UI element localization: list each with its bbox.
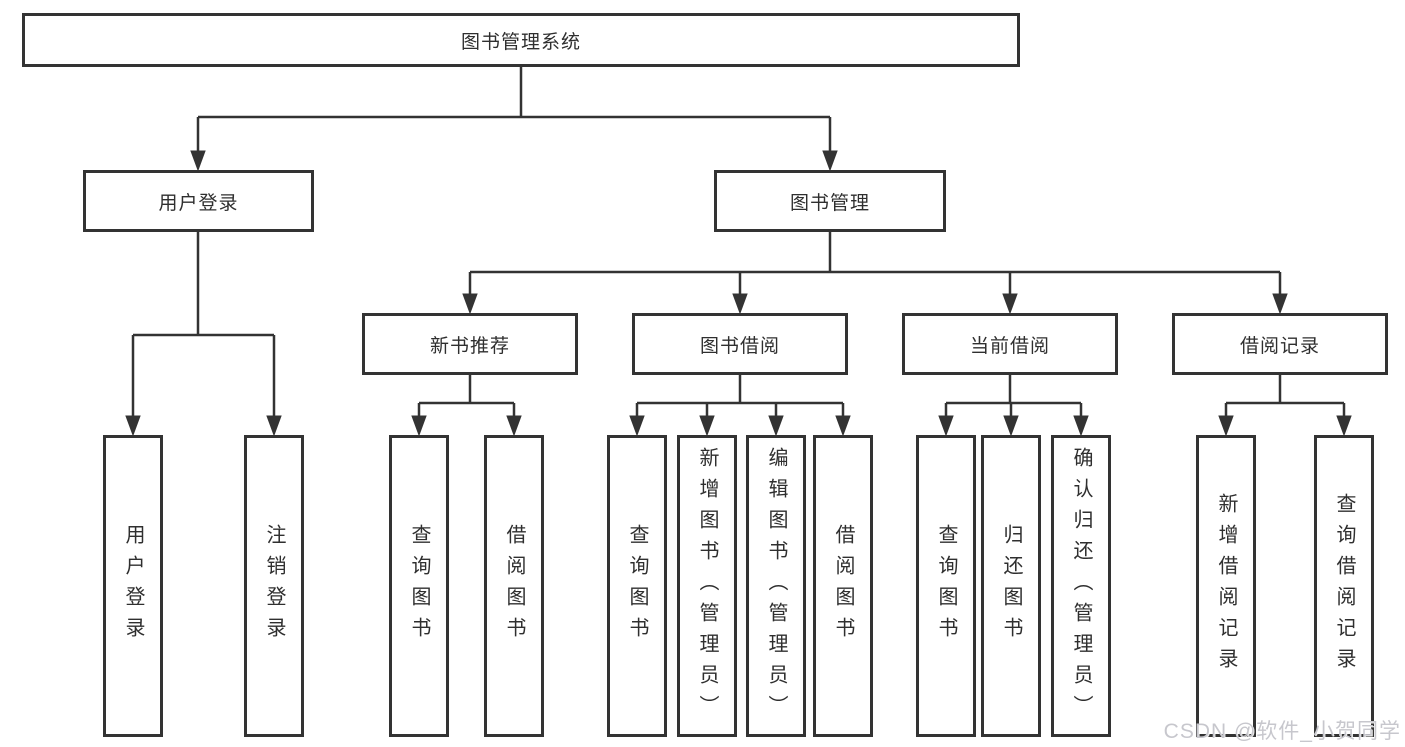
leaf-confirm-return-admin-label: 确认归还（管理员）: [1070, 446, 1092, 726]
leaf-newbook-borrow-books: 借阅图书: [484, 435, 544, 737]
leaf-borrow-books: 借阅图书: [813, 435, 873, 737]
leaf-query-borrow-record-label: 查询借阅记录: [1333, 493, 1355, 679]
leaf-add-books-admin: 新增图书（管理员）: [677, 435, 737, 737]
leaf-logout: 注销登录: [244, 435, 304, 737]
connector-current-borrow-to-leaves: [938, 375, 1089, 437]
node-current-borrow-label: 当前借阅: [969, 335, 1050, 357]
connector-root-to-level2: [190, 67, 838, 172]
leaf-newbook-borrow-books-label: 借阅图书: [503, 524, 525, 648]
leaf-query-borrow-record: 查询借阅记录: [1314, 435, 1374, 737]
connector-user-login-to-leaves: [125, 232, 282, 437]
node-borrow-record: 借阅记录: [1172, 313, 1388, 375]
leaf-return-books-label: 归还图书: [1000, 524, 1022, 648]
leaf-edit-books-admin-label: 编辑图书（管理员）: [765, 446, 787, 726]
node-book-borrow: 图书借阅: [632, 313, 848, 375]
node-book-mgmt: 图书管理: [714, 170, 946, 232]
connector-book-borrow-to-leaves: [629, 375, 851, 437]
leaf-newbook-query-books-label: 查询图书: [408, 524, 430, 648]
leaf-current-query-books: 查询图书: [916, 435, 976, 737]
connector-new-book-to-leaves: [411, 375, 522, 437]
node-root-label: 图书管理系统: [460, 31, 581, 53]
leaf-borrow-books-label: 借阅图书: [832, 524, 854, 648]
node-new-book: 新书推荐: [362, 313, 578, 375]
leaf-add-borrow-record-label: 新增借阅记录: [1215, 493, 1237, 679]
leaf-add-borrow-record: 新增借阅记录: [1196, 435, 1256, 737]
leaf-borrow-query-books: 查询图书: [607, 435, 667, 737]
node-user-login-label: 用户登录: [158, 192, 239, 214]
leaf-user-login-label: 用户登录: [122, 524, 144, 648]
node-book-mgmt-label: 图书管理: [789, 192, 870, 214]
leaf-edit-books-admin: 编辑图书（管理员）: [746, 435, 806, 737]
node-book-borrow-label: 图书借阅: [699, 335, 780, 357]
leaf-confirm-return-admin: 确认归还（管理员）: [1051, 435, 1111, 737]
node-current-borrow: 当前借阅: [902, 313, 1118, 375]
connector-book-mgmt-to-level3: [462, 232, 1288, 315]
leaf-newbook-query-books: 查询图书: [389, 435, 449, 737]
node-new-book-label: 新书推荐: [429, 335, 510, 357]
leaf-current-query-books-label: 查询图书: [935, 524, 957, 648]
connector-borrow-record-to-leaves: [1218, 375, 1352, 437]
leaf-add-books-admin-label: 新增图书（管理员）: [696, 446, 718, 726]
leaf-return-books: 归还图书: [981, 435, 1041, 737]
leaf-user-login: 用户登录: [103, 435, 163, 737]
node-root-system: 图书管理系统: [22, 13, 1020, 67]
leaf-logout-label: 注销登录: [263, 524, 285, 648]
leaf-borrow-query-books-label: 查询图书: [626, 524, 648, 648]
node-borrow-record-label: 借阅记录: [1239, 335, 1320, 357]
csdn-watermark: CSDN @软件_小贺同学: [1163, 720, 1401, 743]
node-user-login: 用户登录: [83, 170, 314, 232]
